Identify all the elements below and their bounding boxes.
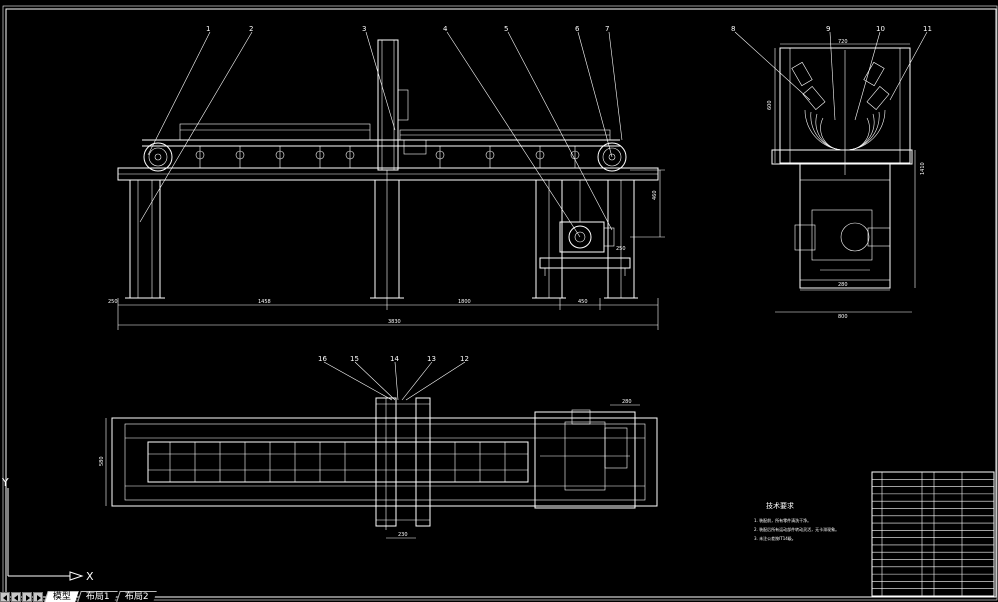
idler-rollers — [195, 146, 580, 168]
tab-scroll-first-icon[interactable] — [0, 592, 10, 602]
tech-requirement-1: 1. 装配前，所有零件清洗干净。 — [754, 517, 811, 523]
dim-left-end: 250 — [108, 299, 118, 305]
tech-requirements[interactable]: 技术要求 1. 装配前，所有零件清洗干净。 2. 装配后所有运动部件转动灵活，无… — [754, 501, 839, 541]
side-dim-bottom: 800 — [838, 314, 848, 320]
dim-overall: 3830 — [388, 319, 401, 325]
balloon-1: 1 — [206, 25, 210, 33]
side-view[interactable]: 720 600 1410 280 800 8 9 10 11 — [731, 25, 932, 320]
ucs-y-label: Y — [1, 476, 9, 489]
balloon-12: 12 — [460, 355, 469, 363]
dim-span-2: 1800 — [458, 299, 471, 305]
tab-scroll-prev-icon[interactable] — [11, 592, 21, 602]
tab-scroll-next-icon[interactable] — [22, 592, 32, 602]
side-dim-left-height: 600 — [767, 100, 773, 110]
balloon-11: 11 — [923, 25, 932, 33]
sheet-frame — [2, 5, 998, 601]
balloon-9: 9 — [826, 25, 830, 33]
balloon-7: 7 — [605, 25, 609, 33]
tech-requirement-3: 3. 未注公差按IT14级。 — [754, 535, 796, 541]
tab-layout-2[interactable]: 布局2 — [115, 591, 157, 602]
trough-rollers — [791, 50, 890, 175]
balloon-10: 10 — [876, 25, 885, 33]
top-dimensions: 580 230 280 — [99, 399, 640, 539]
top-dim-width: 580 — [99, 456, 105, 466]
tab-model[interactable]: 模型 — [44, 591, 79, 602]
top-dim-bottom: 280 — [622, 399, 632, 405]
layout-tab-bar[interactable]: 模型 布局1 布局2 — [0, 591, 260, 602]
top-view[interactable]: 580 230 280 16 15 14 13 12 — [99, 355, 658, 539]
balloon-16: 16 — [318, 355, 327, 363]
side-dimensions: 720 600 1410 280 800 — [767, 39, 926, 320]
balloon-6: 6 — [575, 25, 580, 33]
drive-motor[interactable] — [539, 180, 631, 276]
side-dim-top: 720 — [838, 39, 848, 45]
balloon-4: 4 — [443, 25, 448, 33]
ucs-x-label: X — [86, 570, 94, 583]
side-dim-base: 280 — [838, 282, 848, 288]
title-block[interactable] — [871, 471, 995, 597]
front-dimensions: 250 1458 1800 450 3830 460 250 — [108, 169, 665, 330]
balloon-8: 8 — [731, 25, 735, 33]
balloon-15: 15 — [350, 355, 359, 363]
front-view[interactable]: 250 1458 1800 450 3830 460 250 1 2 3 4 5… — [108, 25, 665, 330]
dim-span-1: 1458 — [258, 299, 271, 305]
balloon-13: 13 — [427, 355, 436, 363]
dim-drive: 250 — [616, 246, 626, 252]
balloon-5: 5 — [504, 25, 508, 33]
top-dim-section: 230 — [398, 532, 408, 538]
side-dim-right-height: 1410 — [920, 162, 926, 175]
tech-requirements-title: 技术要求 — [766, 501, 794, 510]
balloon-14: 14 — [390, 355, 399, 363]
dim-height: 460 — [652, 190, 658, 200]
chain-links — [169, 442, 506, 482]
tab-scroll-last-icon[interactable] — [33, 592, 43, 602]
dim-span-3: 450 — [578, 299, 588, 305]
top-leaders: 16 15 14 13 12 — [318, 355, 469, 401]
front-leaders: 1 2 3 4 5 6 7 — [139, 25, 623, 238]
balloon-2: 2 — [249, 25, 253, 33]
balloon-3: 3 — [362, 25, 366, 33]
tab-layout-1[interactable]: 布局1 — [77, 591, 118, 602]
ucs-icon: X Y — [1, 476, 94, 583]
side-leaders: 8 9 10 11 — [731, 25, 932, 121]
tech-requirement-2: 2. 装配后所有运动部件转动灵活，无卡滞现象。 — [754, 526, 839, 532]
